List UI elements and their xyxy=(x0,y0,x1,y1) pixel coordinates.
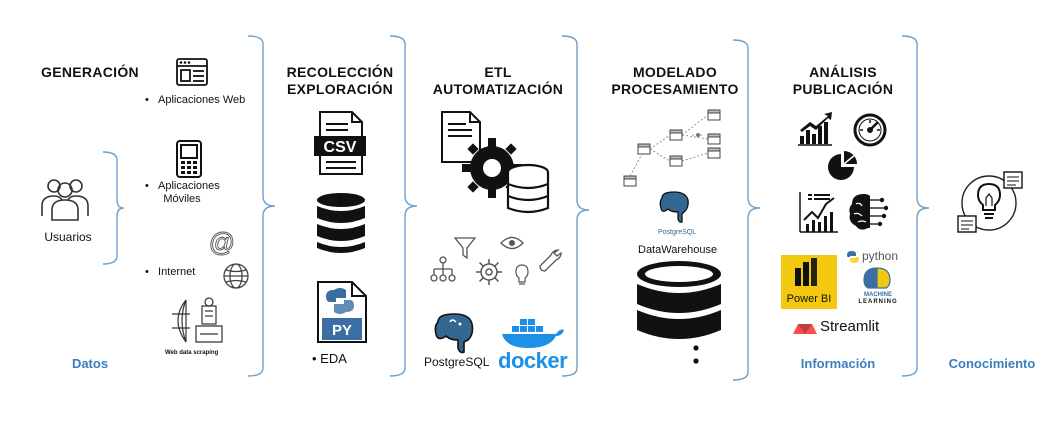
bracket-modeling xyxy=(732,39,761,381)
warehouse-label: DataWarehouse xyxy=(638,244,718,256)
powerbi-logo-icon: Power BI xyxy=(781,255,837,309)
footer-datos: Datos xyxy=(71,356,109,371)
eda-label: • EDA xyxy=(312,351,347,366)
python-logo-icon xyxy=(847,251,859,263)
python-file-icon: PY xyxy=(317,281,367,343)
gear-icon xyxy=(476,259,502,285)
footer-informacion: Información xyxy=(800,356,876,371)
csv-file-icon: CSV xyxy=(314,111,366,175)
ai-brain-icon xyxy=(849,194,889,230)
globe-icon xyxy=(223,263,249,289)
postgresql-elephant-icon xyxy=(434,313,474,354)
eye-icon xyxy=(500,236,524,250)
mobile-phone-icon xyxy=(176,140,202,178)
filter-icon xyxy=(453,237,477,260)
speedometer-icon xyxy=(853,113,887,147)
py-label: PY xyxy=(332,322,352,339)
source-label-internet: • Internet xyxy=(145,266,196,278)
pie-chart-icon xyxy=(828,151,857,180)
bracket-collection xyxy=(389,35,418,377)
csv-label: CSV xyxy=(324,139,357,156)
docker-whale-icon xyxy=(502,319,564,348)
modeling-postgres-label: PostgreSQL xyxy=(658,229,697,236)
at-sign-icon: @ xyxy=(208,227,235,258)
svg-text:@: @ xyxy=(209,227,235,257)
postgresql-elephant-icon xyxy=(659,191,689,223)
scraping-label: Web data scraping xyxy=(165,350,219,356)
browser-icon xyxy=(176,58,208,86)
source-label-web: • Aplicaciones Web xyxy=(145,94,246,106)
etl-postgres-label: PostgreSQL xyxy=(424,355,490,369)
wrench-icon xyxy=(539,249,562,272)
bracket-users xyxy=(102,151,125,265)
streamlit-label: Streamlit xyxy=(820,318,880,335)
etl-gears-icon xyxy=(441,111,550,214)
machine-learning-head-icon xyxy=(863,267,891,289)
data-warehouse-icon xyxy=(637,261,721,364)
hierarchy-icon xyxy=(430,256,456,282)
bracket-etl xyxy=(561,35,590,377)
python-label: python xyxy=(862,249,899,263)
source-label-mobile: • Aplicaciones Móviles xyxy=(145,180,220,205)
docker-label: docker xyxy=(498,348,568,373)
streamlit-logo-icon xyxy=(793,324,817,334)
web-scraping-icon xyxy=(172,297,223,343)
knowledge-lightbulb-icon xyxy=(957,171,1023,233)
powerbi-label: Power BI xyxy=(787,293,832,305)
data-model-icon xyxy=(623,109,721,187)
footer-conocimiento: Conocimiento xyxy=(948,356,1036,371)
stage-title-generation: GENERACIÓN xyxy=(41,64,139,80)
bracket-analysis xyxy=(901,35,930,377)
database-icon xyxy=(317,193,365,253)
users-label: Usuarios xyxy=(44,230,92,244)
lightbulb-icon xyxy=(515,264,529,285)
growth-chart-icon xyxy=(798,112,832,146)
line-chart-icon xyxy=(799,192,838,233)
bracket-generation xyxy=(247,35,276,377)
users-icon xyxy=(41,179,89,221)
